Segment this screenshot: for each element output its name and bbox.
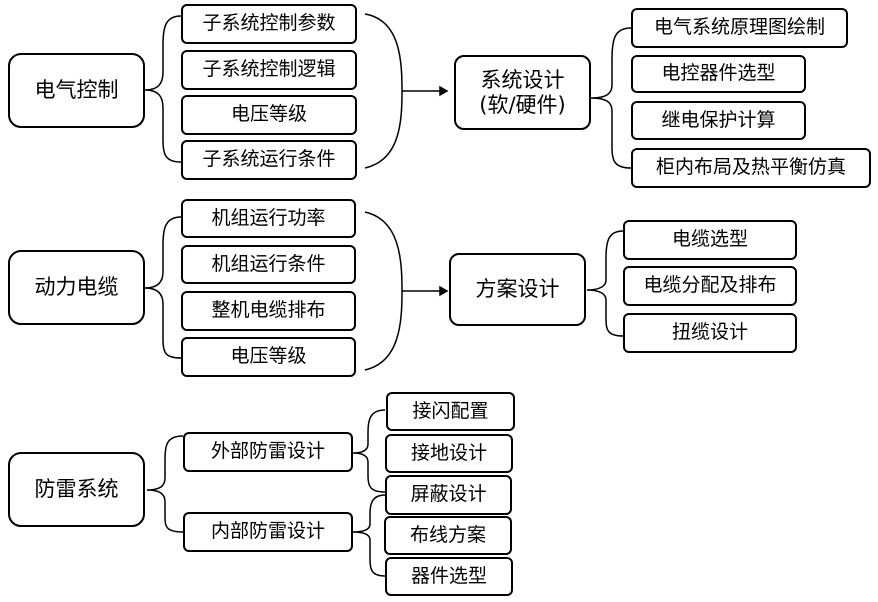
electrical-output-2: 电控器件选型: [631, 55, 806, 93]
electrical-process-line2: (软/硬件): [479, 92, 566, 117]
lightning-protection-title: 防雷系统: [8, 452, 145, 527]
right-brace-electrical: [364, 13, 403, 169]
lightning-leaf-1: 接闪配置: [386, 392, 515, 431]
cable-input-3: 整机电缆排布: [181, 291, 356, 331]
cable-output-1: 电缆选型: [623, 220, 797, 260]
electrical-output-1: 电气系统原理图绘制: [631, 8, 848, 48]
electrical-control-title: 电气控制: [8, 53, 145, 128]
electrical-output-3: 继电保护计算: [631, 101, 806, 140]
power-cable-title: 动力电缆: [8, 250, 145, 325]
electrical-input-4: 子系统运行条件: [181, 140, 357, 180]
brace-external-lightning: [352, 409, 386, 493]
cable-process: 方案设计: [449, 253, 586, 326]
electrical-process-line1: 系统设计: [480, 68, 565, 93]
cable-output-2: 电缆分配及排布: [623, 266, 797, 306]
cable-output-3: 扭缆设计: [623, 313, 797, 353]
electrical-input-1: 子系统控制参数: [181, 4, 357, 44]
lightning-leaf-4: 布线方案: [384, 516, 512, 555]
electrical-input-2: 子系统控制逻辑: [181, 50, 357, 90]
out-brace-cable: [586, 230, 624, 337]
arrow-cable-head: [439, 285, 449, 297]
electrical-output-4: 柜内布局及热平衡仿真: [631, 148, 871, 188]
lightning-leaf-3: 屏蔽设计: [385, 475, 512, 515]
lightning-leaf-5: 器件选型: [385, 557, 513, 596]
electrical-input-3: 电压等级: [181, 95, 357, 135]
lightning-leaf-2: 接地设计: [385, 434, 513, 473]
cable-input-2: 机组运行条件: [181, 245, 356, 284]
right-brace-cable: [364, 211, 403, 371]
external-lightning-branch: 外部防雷设计: [183, 432, 353, 472]
electrical-process: 系统设计 (软/硬件): [454, 55, 591, 130]
left-brace-lightning: [146, 435, 184, 533]
cable-input-1: 机组运行功率: [181, 199, 356, 238]
left-brace-cable: [144, 216, 182, 359]
internal-lightning-branch: 内部防雷设计: [183, 512, 353, 552]
arrow-electrical-head: [439, 85, 449, 97]
cable-input-4: 电压等级: [181, 337, 356, 377]
left-brace-electrical: [144, 15, 182, 163]
brace-internal-lightning: [352, 494, 386, 577]
out-brace-electrical: [590, 27, 632, 169]
